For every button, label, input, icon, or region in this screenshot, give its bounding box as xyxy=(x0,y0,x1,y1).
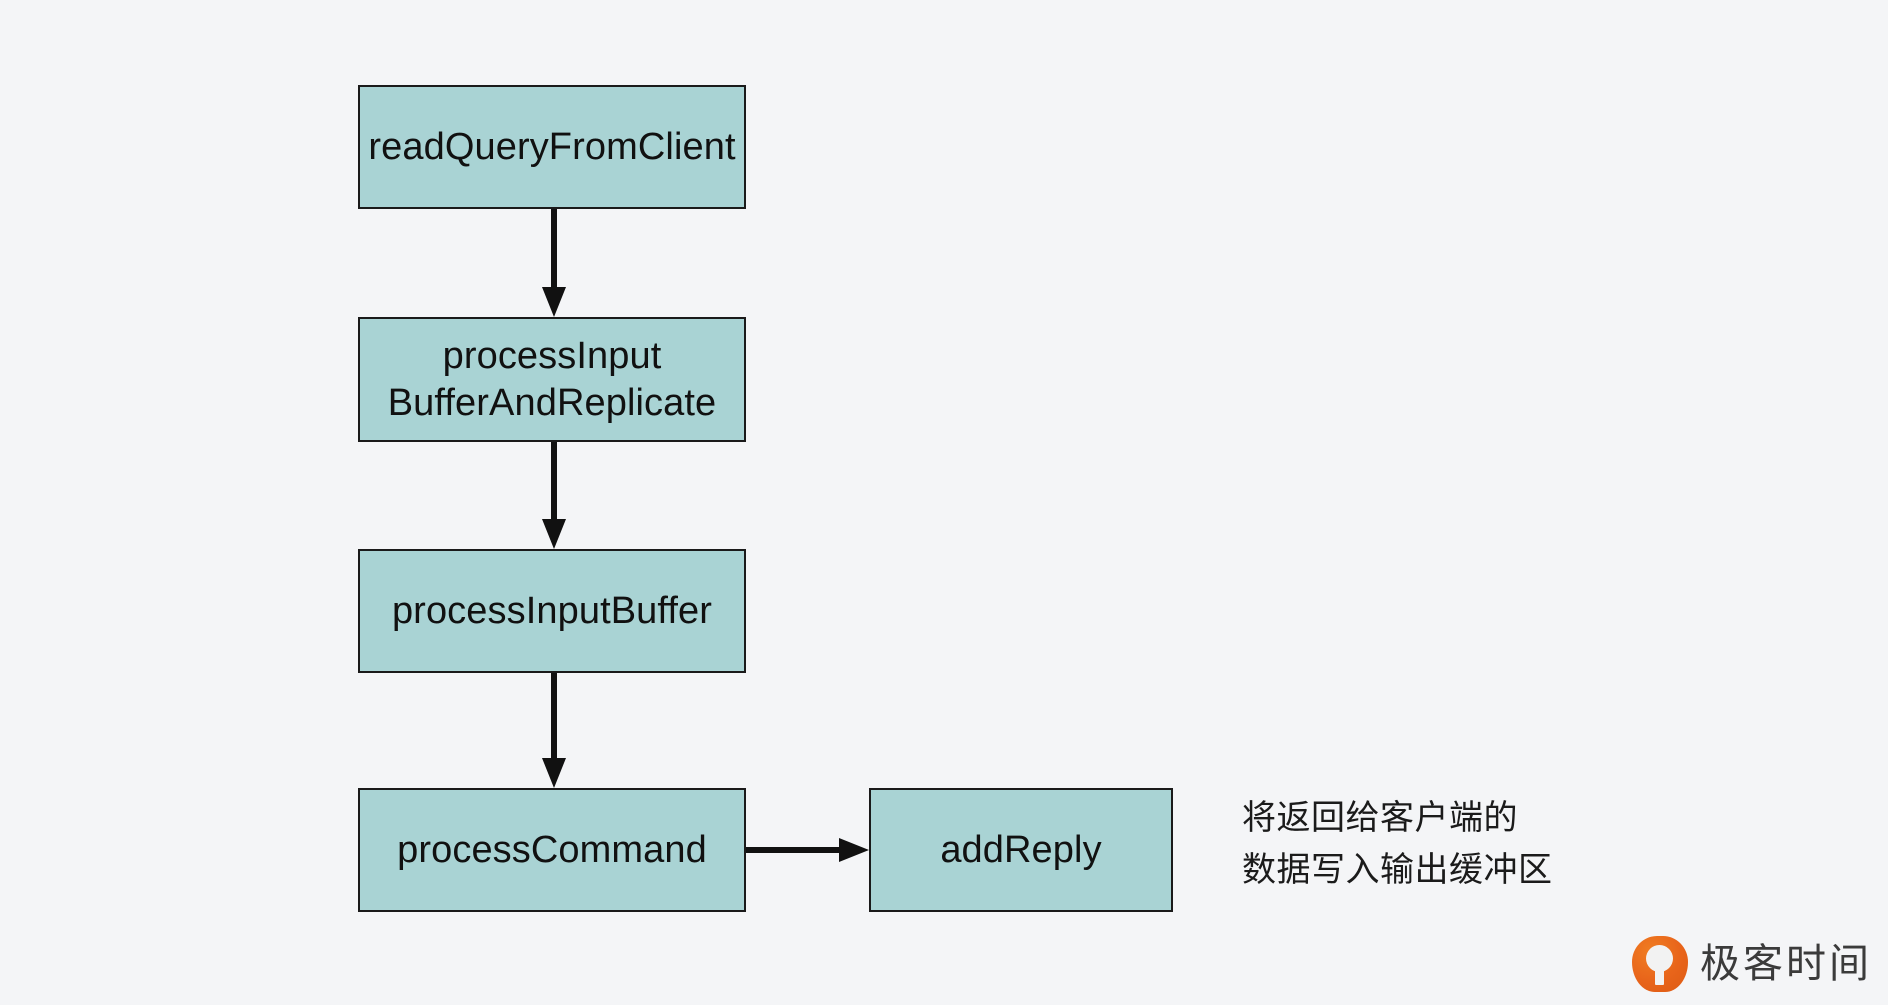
node-process-input-buffer-and-replicate[interactable]: processInput BufferAndReplicate xyxy=(358,317,746,442)
edge-process-command-to-add-reply xyxy=(746,833,871,867)
annotation-add-reply-note: 将返回给客户端的 数据写入输出缓冲区 xyxy=(1242,799,1553,889)
node-process-input-buffer[interactable]: processInputBuffer xyxy=(358,549,746,673)
watermark: 极客时间 xyxy=(1632,936,1872,992)
node-add-reply[interactable]: addReply xyxy=(869,788,1173,912)
node-read-query-from-client[interactable]: readQueryFromClient xyxy=(358,85,746,209)
edge-read-query-to-process-input-brp xyxy=(537,209,571,319)
edge-process-input-brp-to-process-input-buffer xyxy=(537,442,571,551)
edge-process-input-buffer-to-process-command xyxy=(537,673,571,790)
node-process-command[interactable]: processCommand xyxy=(358,788,746,912)
watermark-text: 极客时间 xyxy=(1700,942,1872,986)
geektime-logo-icon xyxy=(1632,936,1688,992)
